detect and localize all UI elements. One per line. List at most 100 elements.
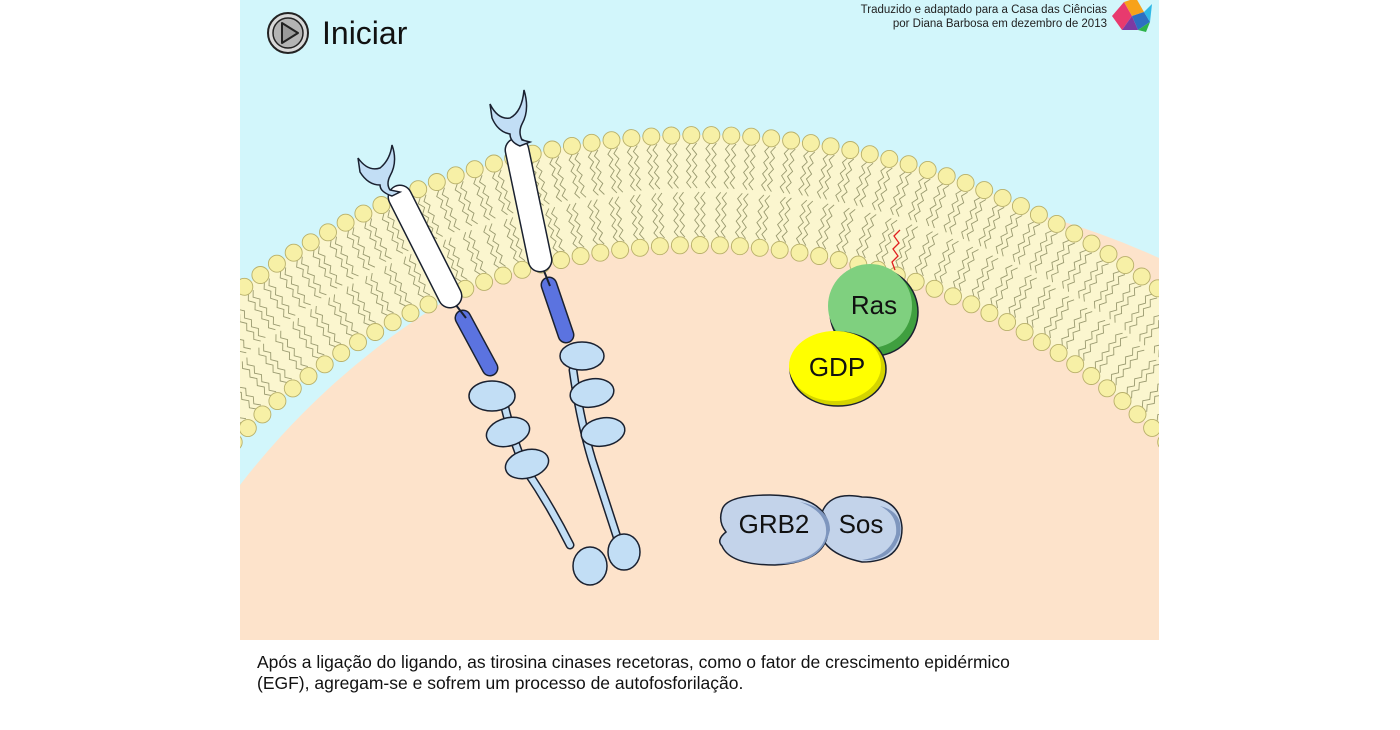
lipid-head [571,247,590,266]
gdp-molecule [789,331,881,401]
lipid-head [240,419,257,438]
receptor-left-domain [504,448,550,480]
lipid-head [937,167,956,186]
cytoplasm [240,188,1159,640]
receptor-right-end [607,533,641,571]
lipid-head [841,141,860,159]
lipid-head [336,213,355,232]
lipid-head [829,251,848,269]
lipid-head [980,304,999,322]
lipid-head [315,355,334,374]
lipid-head [475,272,494,291]
credit-line-1: Traduzido e adaptado para a Casa das Ciê… [860,4,1107,16]
play-icon [267,12,309,54]
lipid-head [251,266,270,284]
lipid-head [622,129,641,148]
lipid-head [401,304,420,323]
lipid-head [1113,392,1132,410]
lipid-head [801,134,820,153]
lipid-head [240,277,254,296]
credit-text: Traduzido e adaptado para a Casa das Ciê… [861,3,1107,31]
lipid-head [782,131,801,150]
lipid-head [513,260,532,279]
lipid-head [349,333,367,352]
lipid-head [690,236,709,254]
lipid-head [899,155,918,174]
lipid-head [1143,418,1159,437]
receptor-left-domain [485,416,531,448]
lipid-head [332,344,351,362]
lipid-head [1082,367,1101,385]
receptor-left-ligand-cup [357,144,403,197]
lipid-head [998,313,1017,332]
lipid-head [790,243,809,262]
lipid-head [484,154,503,173]
lipid-head [944,287,962,306]
caption-line-2: (EGF), agregam-se e sofrem um processo d… [257,673,744,693]
sos-label: Sos [839,509,884,539]
lipid-head [372,196,391,214]
lipid-head [354,204,373,223]
lipid-head [1128,405,1147,424]
lipid-head [730,237,749,256]
caption-line-1: Após a ligação do ligando, as tirosina c… [257,652,1010,672]
lipid-head [906,272,925,291]
start-label: Iniciar [322,14,408,51]
ras-gdp-complex: Ras GDP [789,229,919,407]
ras-lipid-anchor [891,229,901,271]
lipid-head [319,223,337,242]
lipid-head [366,323,385,341]
lipid-head [582,133,601,152]
lipid-head [662,126,681,145]
lipid-head [1132,267,1151,286]
lipid-head [642,127,661,146]
lipid-head [750,238,769,257]
lipid-head [770,240,789,259]
receptor-right-domain [569,377,615,409]
animation-stage: Ras GDP GRB2 Sos [240,0,1159,730]
grb2-label: GRB2 [739,509,810,539]
lipid-head [267,254,286,273]
lipid-head [1032,333,1051,352]
lipid-head [465,160,484,179]
lipid-head [702,126,721,145]
lipid-head [860,145,879,164]
lipid-head [1116,256,1135,275]
lipid-head [494,266,513,285]
start-button[interactable]: Iniciar [266,11,407,55]
grb2-protein [719,494,829,566]
lipid-head [722,126,741,145]
gdp-label: GDP [809,352,865,382]
lipid-head [1098,379,1117,398]
lipid-head [283,379,302,398]
ras-label: Ras [851,290,897,320]
egf-receptor-left [357,144,608,586]
sos-protein [818,495,903,563]
lipid-head [552,251,570,269]
cell-membrane-diagram: Ras GDP GRB2 Sos [240,0,1159,640]
lipid-head [446,166,465,185]
lipid-head [1157,436,1159,448]
lipid-head [956,173,975,192]
lipid-head [301,233,320,252]
lipid-head [591,243,610,262]
lipid-head [670,236,689,255]
lipid-head [284,243,303,262]
credit-line-2: por Diana Barbosa em dezembro de 2013 [892,18,1107,30]
lipid-head [925,279,944,298]
lipid-head [1082,234,1101,253]
lipid-head [562,136,581,155]
lipid-head [602,131,621,150]
lipid-head [810,247,829,265]
lipid-head [962,295,981,314]
lipid-head [821,137,840,156]
lipid-head [1047,214,1066,233]
ras-protein [828,264,912,348]
lipid-head [742,127,761,146]
lipid-head [253,405,272,424]
lipid-head [1049,343,1068,362]
grb2-sos-complex: GRB2 Sos [719,494,903,566]
lipid-head [419,295,438,314]
lipid-head [762,129,781,148]
lipid-head [1011,197,1030,216]
